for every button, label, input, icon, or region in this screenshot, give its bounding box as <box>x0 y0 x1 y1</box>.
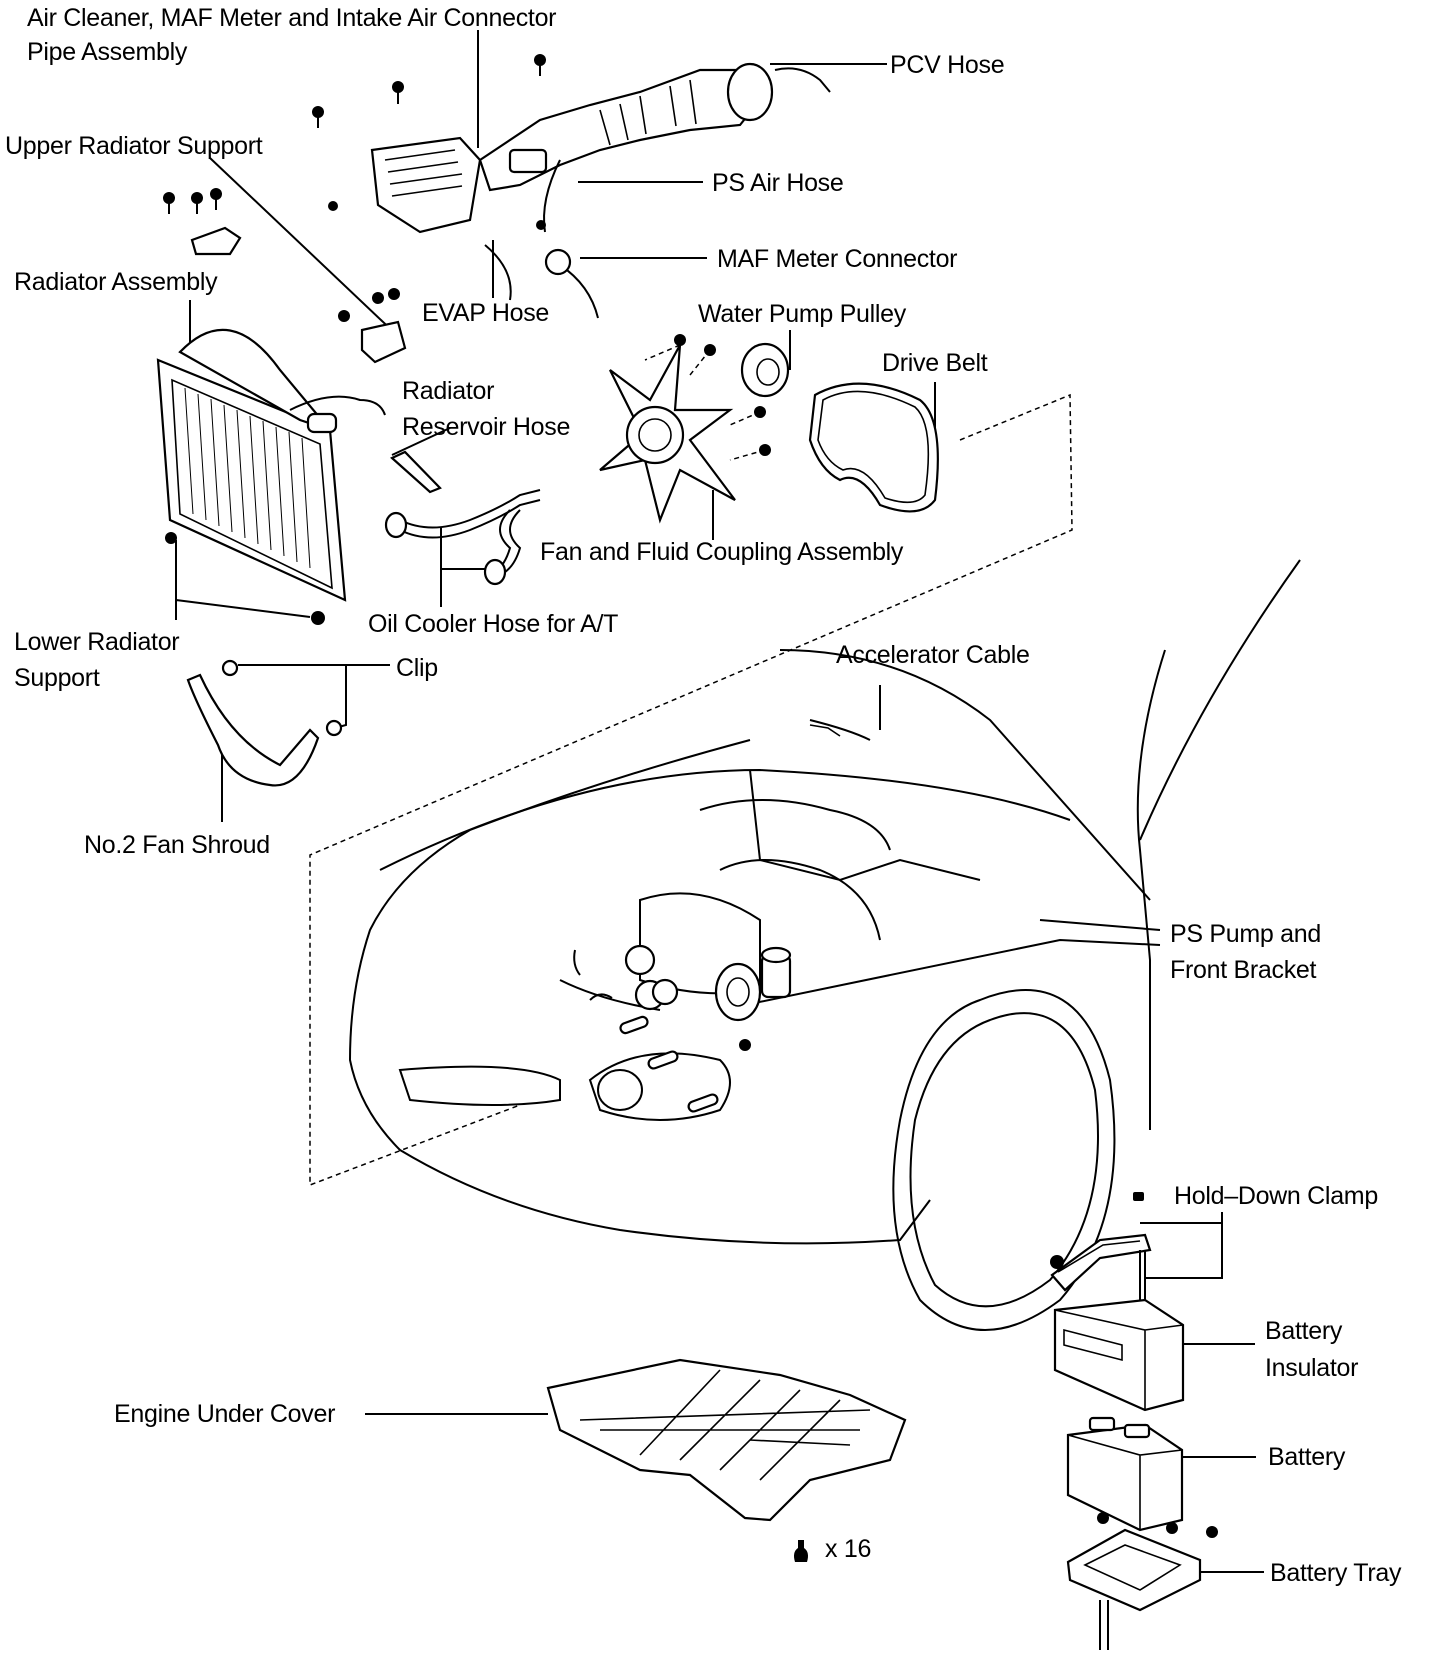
label-radiator-assembly: Radiator Assembly <box>14 268 218 296</box>
label-clip: Clip <box>396 654 438 682</box>
label-air-cleaner-line1: Air Cleaner, MAF Meter and Intake Air Co… <box>27 4 557 32</box>
label-reservoir-hose-line1: Radiator <box>402 377 495 405</box>
label-evap-hose: EVAP Hose <box>422 299 549 327</box>
leader-ps-pump <box>744 919 1161 1006</box>
leader-hold-down-clamp <box>1140 1212 1223 1279</box>
air-cleaner-assembly <box>370 62 831 319</box>
clip-fastener-icon <box>794 1540 808 1562</box>
label-battery-tray: Battery Tray <box>1270 1559 1402 1587</box>
label-ps-air-hose: PS Air Hose <box>712 169 844 197</box>
radiator-assembly-part <box>156 328 386 625</box>
label-drive-belt: Drive Belt <box>882 349 988 377</box>
label-ps-pump-line1: PS Pump and <box>1170 920 1321 948</box>
bolts-air-cleaner <box>312 54 546 230</box>
label-reservoir-hose-line2: Reservoir Hose <box>402 413 571 441</box>
leader-lines <box>175 30 1264 1573</box>
solid-square-marker-icon <box>1133 1192 1144 1201</box>
label-fan-and-fluid-coupling: Fan and Fluid Coupling Assembly <box>540 538 904 566</box>
label-ps-pump-line2: Front Bracket <box>1170 956 1317 984</box>
label-battery: Battery <box>1268 1443 1346 1471</box>
label-accelerator-cable: Accelerator Cable <box>836 641 1030 669</box>
label-engine-under-cover: Engine Under Cover <box>114 1400 336 1428</box>
label-fastener-count: x 16 <box>825 1535 872 1563</box>
engine-bay-callout-outline <box>309 393 1073 1187</box>
upper-radiator-support-parts <box>163 188 407 364</box>
label-battery-insulator-line2: Insulator <box>1265 1354 1359 1382</box>
leader-lower-radiator-support <box>175 540 311 620</box>
label-water-pump-pulley: Water Pump Pulley <box>698 300 906 328</box>
label-battery-insulator-line1: Battery <box>1265 1317 1343 1345</box>
ps-pump-bolts <box>619 1015 751 1113</box>
reservoir-hose-part <box>390 450 442 494</box>
engine-under-cover-part <box>546 1358 907 1522</box>
label-lower-radiator-support-line1: Lower Radiator <box>14 628 180 656</box>
leader-reservoir-hose <box>391 427 451 456</box>
label-oil-cooler-hose: Oil Cooler Hose for A/T <box>368 610 619 638</box>
label-lower-radiator-support-line2: Support <box>14 664 100 692</box>
fan-and-fluid-coupling-part <box>599 334 771 524</box>
label-hold-down-clamp: Hold–Down Clamp <box>1174 1182 1378 1210</box>
oil-cooler-hose-part <box>384 489 541 586</box>
label-maf-meter-connector: MAF Meter Connector <box>717 245 958 273</box>
label-no2-fan-shroud: No.2 Fan Shroud <box>84 831 270 859</box>
fastener-legend <box>794 1540 808 1562</box>
fan-shroud-and-clips <box>186 659 343 787</box>
water-pump-pulley-part <box>740 342 790 398</box>
leader-upper-radiator-support <box>209 157 401 339</box>
label-upper-radiator-support: Upper Radiator Support <box>5 132 263 160</box>
label-pcv-hose: PCV Hose <box>890 51 1005 79</box>
car-body-outline <box>348 559 1301 1331</box>
leader-clip <box>238 664 390 729</box>
leader-oil-cooler <box>440 528 490 607</box>
label-air-cleaner-line2: Pipe Assembly <box>27 38 188 66</box>
drive-belt-part <box>808 382 939 513</box>
battery-group-parts <box>1050 1192 1218 1650</box>
